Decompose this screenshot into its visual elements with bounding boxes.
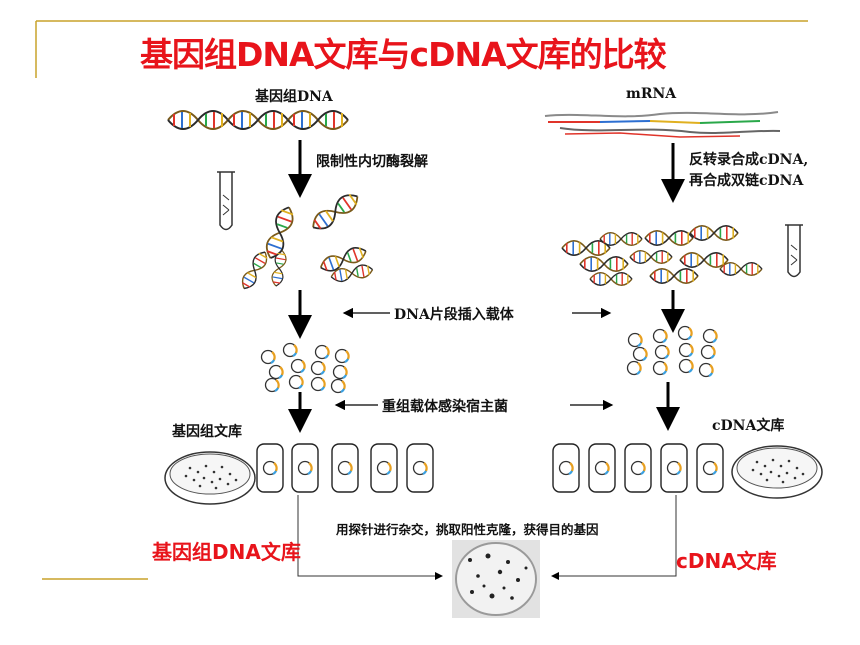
mrna-label: mRNA bbox=[626, 86, 677, 102]
cdna-library-caption: cDNA文库 bbox=[676, 549, 777, 573]
cdna-library-label: cDNA文库 bbox=[712, 418, 785, 434]
infect-step-label: 重组载体感染宿主菌 bbox=[382, 399, 508, 415]
mrna-strands bbox=[544, 111, 781, 138]
step1-left-label: 限制性内切酶裂解 bbox=[316, 154, 428, 170]
genomic-dna-fragments bbox=[237, 188, 375, 293]
cells-right bbox=[553, 444, 723, 492]
genomic-dna-label: 基因组DNA bbox=[255, 89, 333, 105]
petri-dish-left bbox=[164, 451, 256, 505]
screen-step-label: 用探针进行杂交，挑取阳性克隆，获得目的基因 bbox=[336, 522, 599, 537]
cdna-fragments bbox=[561, 225, 763, 286]
page-title: 基因组DNA文库与cDNA文库的比较 bbox=[140, 35, 667, 74]
step1-right-label-line2: 再合成双链cDNA bbox=[689, 173, 804, 189]
genomic-dna-helix bbox=[167, 110, 349, 130]
genomic-library-label: 基因组文库 bbox=[172, 424, 242, 440]
plasmid-cluster-right bbox=[626, 325, 718, 378]
insert-step-label: DNA片段插入载体 bbox=[394, 307, 514, 323]
cells-left bbox=[257, 444, 433, 492]
test-tube-right-icon bbox=[785, 224, 803, 278]
hybridization-result-image bbox=[452, 540, 540, 618]
step1-right-label-line1: 反转录合成cDNA, bbox=[689, 152, 809, 168]
genomic-dna-library-caption: 基因组DNA文库 bbox=[152, 540, 301, 564]
petri-dish-right bbox=[731, 445, 823, 499]
plasmid-cluster-left bbox=[260, 342, 350, 394]
test-tube-left-icon bbox=[217, 171, 235, 231]
